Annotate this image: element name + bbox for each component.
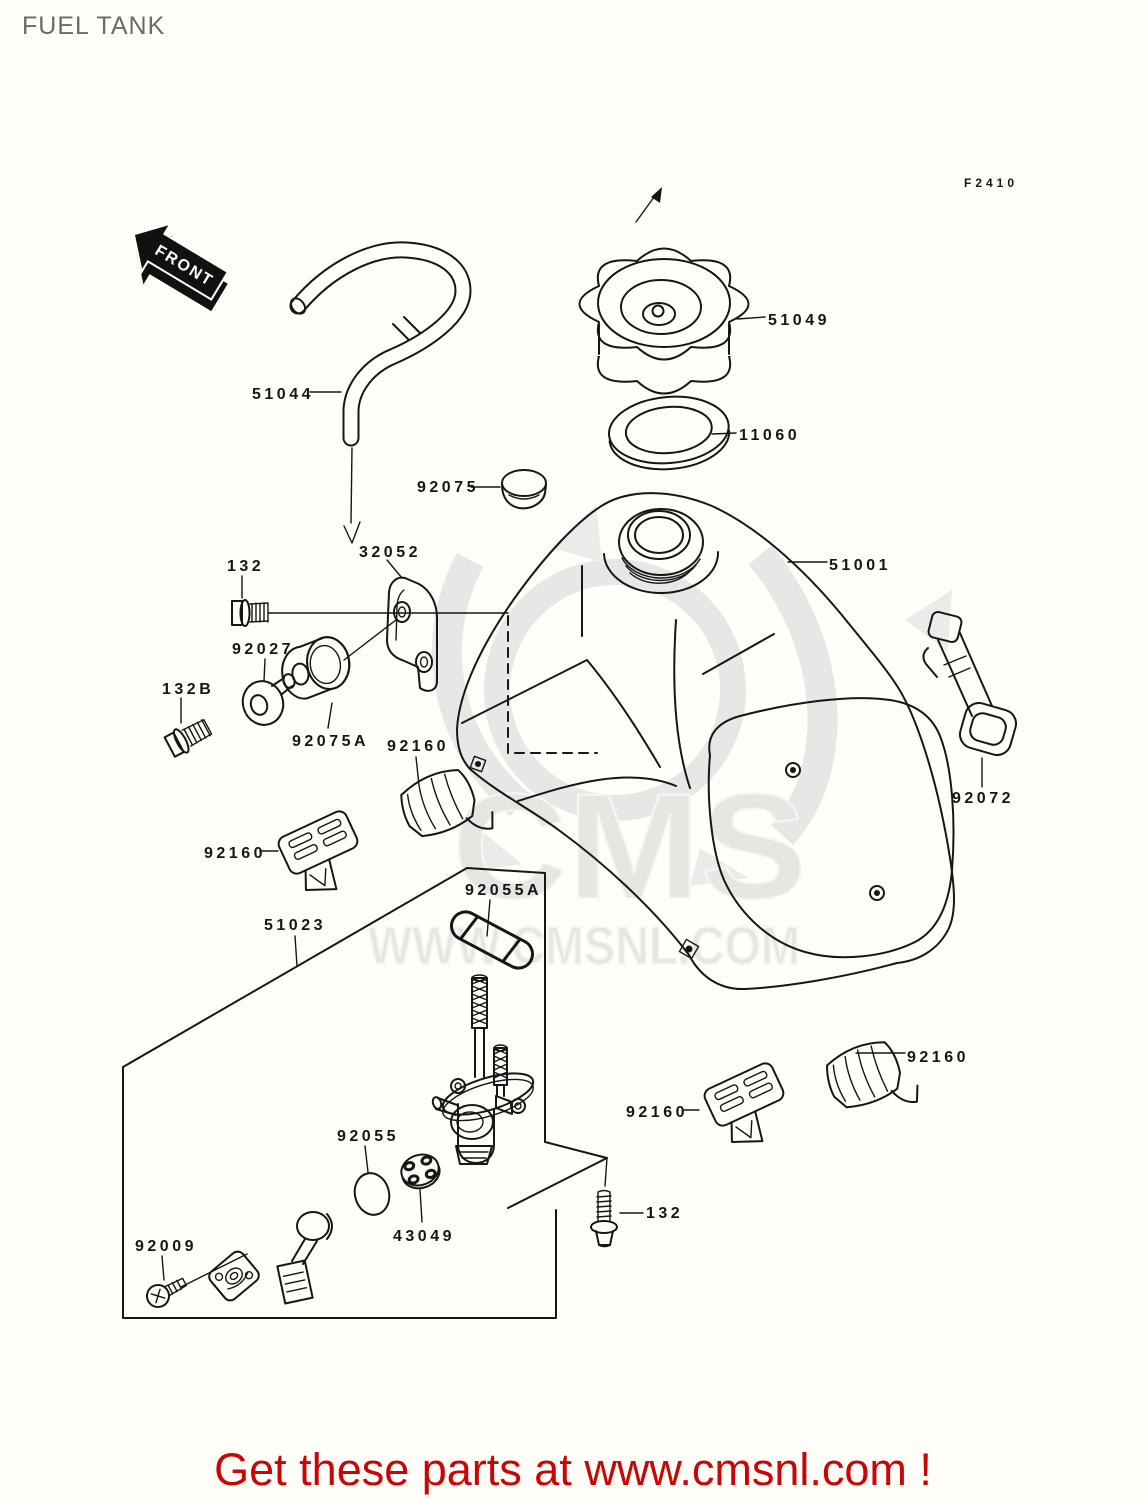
part-label-51049: 51049 [768,312,830,329]
part-drawing-fuel-tank-51001 [456,492,955,991]
part-label-32052: 32052 [359,544,421,561]
watermark-logo-text: CMS [452,762,807,930]
part-drawing-fuel-tap-assembly [431,974,535,1165]
part-drawing-bracket-32052 [343,576,438,692]
part-drawing-breather-hose-51044 [289,241,472,544]
part-label-92160-upper: 92160 [387,738,449,755]
part-label-51023: 51023 [264,917,326,934]
front-direction-arrow: FRONT [132,222,230,312]
part-drawing-pad-92160-upper [400,768,494,838]
part-drawing-gasket-92055a [450,910,534,970]
part-labels: 51049 11060 51044 92075 32052 132 92027 … [135,312,1014,1255]
part-label-92055a: 92055A [465,882,542,899]
cms-watermark: CMS WWW.CMSNL.COM [367,505,952,977]
part-drawing-pad-92160-bottom-right [826,1041,919,1109]
part-label-92027: 92027 [232,641,294,658]
part-drawing-screw-plate-92009 [146,1250,260,1308]
part-drawing-strap-92072 [922,611,1018,756]
part-drawing-packing-43049 [400,1153,441,1190]
part-label-43049: 43049 [393,1228,455,1245]
part-drawing-cap-gasket-11060 [607,395,731,471]
part-drawing-box-51023 [122,867,608,1319]
page-title: FUEL TANK [22,12,166,40]
part-label-92160-left: 92160 [204,845,266,862]
part-drawing-bolt-132-bottom [590,1189,618,1248]
part-drawing-pad-92160-left [277,810,359,892]
footer-banner: Get these parts at www.cmsnl.com ! [214,1444,932,1495]
watermark-site-text: WWW.CMSNL.COM [368,916,800,976]
part-label-92075: 92075 [417,479,479,496]
part-label-51001: 51001 [829,557,891,574]
part-drawing-pad-92160-bottom-left [703,1062,785,1144]
part-label-132-top: 132 [227,558,264,575]
part-drawing-bolt-132b [163,719,213,758]
part-label-132-bottom: 132 [646,1205,683,1222]
part-label-11060: 11060 [739,427,800,444]
part-drawing-oring-92055 [353,1172,391,1216]
part-drawing-tap-lever [276,1211,333,1305]
part-drawing-plug-92075 [501,469,547,510]
leader-lines [161,316,983,1281]
part-label-51044: 51044 [252,386,314,403]
part-drawing-damper-92075a [281,636,351,700]
part-label-92160-bottom-left: 92160 [626,1104,688,1121]
part-drawing-collar-92027 [241,673,296,726]
part-label-92160-bottom-right: 92160 [907,1049,969,1066]
part-label-132b: 132B [162,681,214,698]
part-label-92055: 92055 [337,1128,399,1145]
part-drawing-fuel-cap-51049 [578,187,750,395]
part-label-92009: 92009 [135,1238,197,1255]
part-label-92072: 92072 [952,790,1014,807]
figure-code: F2410 [964,176,1019,190]
part-label-92075a: 92075A [292,733,369,750]
